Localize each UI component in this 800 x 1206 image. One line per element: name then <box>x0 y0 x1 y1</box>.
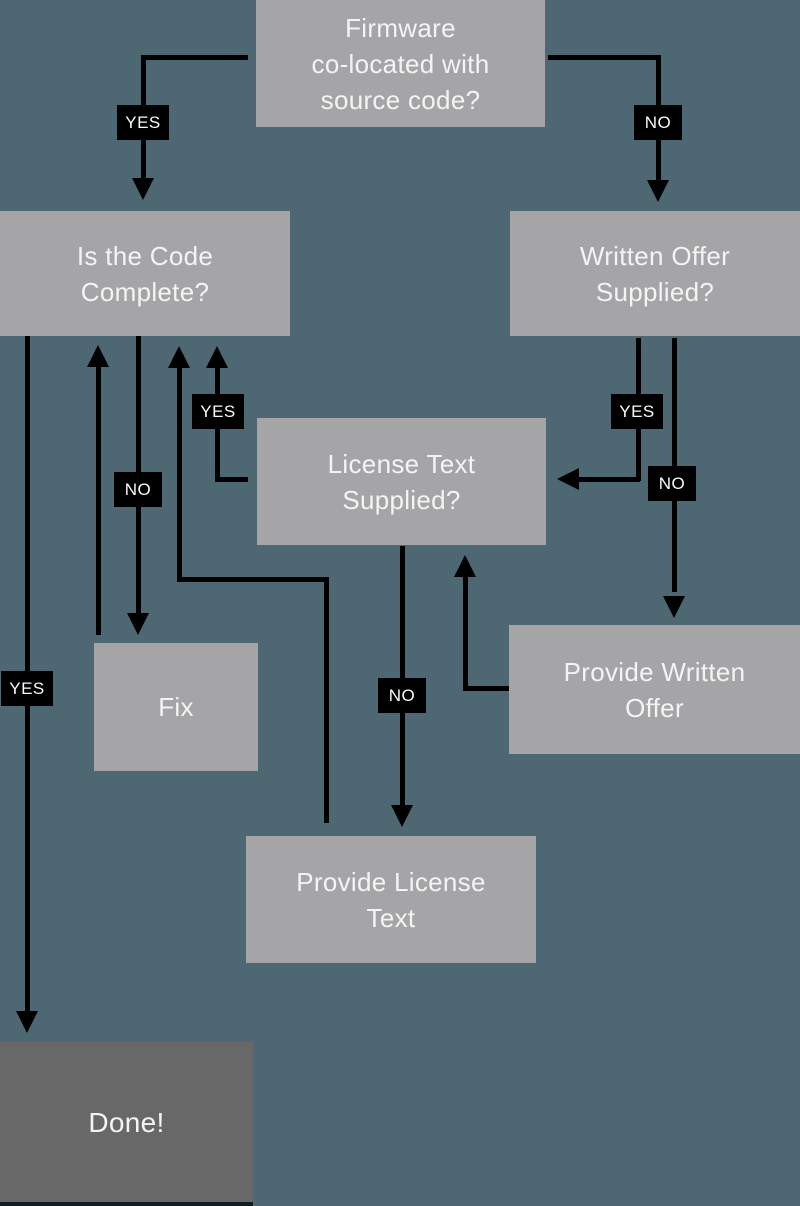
arrowhead-down-into-fix-icon <box>127 613 149 635</box>
node-firmware-colocated: Firmware co-located with source code? <box>256 0 545 127</box>
edge-fix-return-vertical <box>96 367 101 635</box>
edge-provide-license-return-vertical-left <box>177 368 182 579</box>
node-code-complete: Is the Code Complete? <box>0 211 290 336</box>
edge-license-yes-horizontal <box>215 477 248 482</box>
arrowhead-up-into-code-complete-from-fix-icon <box>87 345 109 367</box>
arrowhead-up-into-code-complete-from-provide-license-icon <box>168 346 190 368</box>
edge-label-no-written-offer: NO <box>648 466 696 501</box>
edge-provide-offer-return-vertical <box>463 577 468 691</box>
edge-label-no-license-text: NO <box>378 678 426 713</box>
arrowhead-down-into-provide-license-text-icon <box>391 805 413 827</box>
arrowhead-up-into-code-complete-from-license-icon <box>206 346 228 368</box>
node-done: Done! <box>0 1042 253 1203</box>
node-label: Written Offer Supplied? <box>579 240 731 307</box>
arrowhead-down-into-written-offer-icon <box>647 180 669 202</box>
done-node-bottom-edge <box>0 1202 253 1206</box>
edge-offer-no-vertical <box>672 338 677 592</box>
arrowhead-left-into-license-text-icon <box>557 468 579 490</box>
node-fix: Fix <box>94 643 258 771</box>
edge-label-no-firmware: NO <box>634 105 682 140</box>
edge-label-yes-license-text: YES <box>192 394 244 429</box>
node-license-text: License Text Supplied? <box>257 418 546 545</box>
arrowhead-up-into-license-text-icon <box>454 555 476 577</box>
node-label: License Text Supplied? <box>327 448 476 515</box>
edge-firmware-yes-horizontal <box>143 55 248 60</box>
edge-offer-yes-horizontal <box>579 477 640 482</box>
node-label: Provide Written Offer <box>563 656 746 723</box>
arrowhead-down-into-code-complete-icon <box>132 178 154 200</box>
node-label: Firmware co-located with source code? <box>311 12 490 115</box>
node-label: Fix <box>158 692 194 722</box>
arrowhead-down-into-provide-written-offer-icon <box>663 596 685 618</box>
edge-license-no-vertical <box>400 546 405 805</box>
edge-label-no-code-complete: NO <box>114 472 162 507</box>
edge-provide-license-return-vertical-right <box>324 577 329 823</box>
node-label: Done! <box>88 1106 165 1138</box>
edge-label-yes-code-complete: YES <box>1 671 53 706</box>
edge-label-yes-written-offer: YES <box>611 394 663 429</box>
node-provide-license-text: Provide License Text <box>246 836 536 963</box>
arrowhead-down-into-done-icon <box>16 1011 38 1033</box>
edge-provide-offer-return-horizontal <box>463 686 511 691</box>
node-written-offer: Written Offer Supplied? <box>510 211 800 336</box>
node-label: Is the Code Complete? <box>76 240 214 307</box>
edge-firmware-no-horizontal <box>548 55 660 60</box>
edge-provide-license-return-horizontal <box>177 577 328 582</box>
node-provide-written-offer: Provide Written Offer <box>509 625 800 754</box>
node-label: Provide License Text <box>296 866 486 933</box>
edge-label-yes-firmware: YES <box>117 105 169 140</box>
